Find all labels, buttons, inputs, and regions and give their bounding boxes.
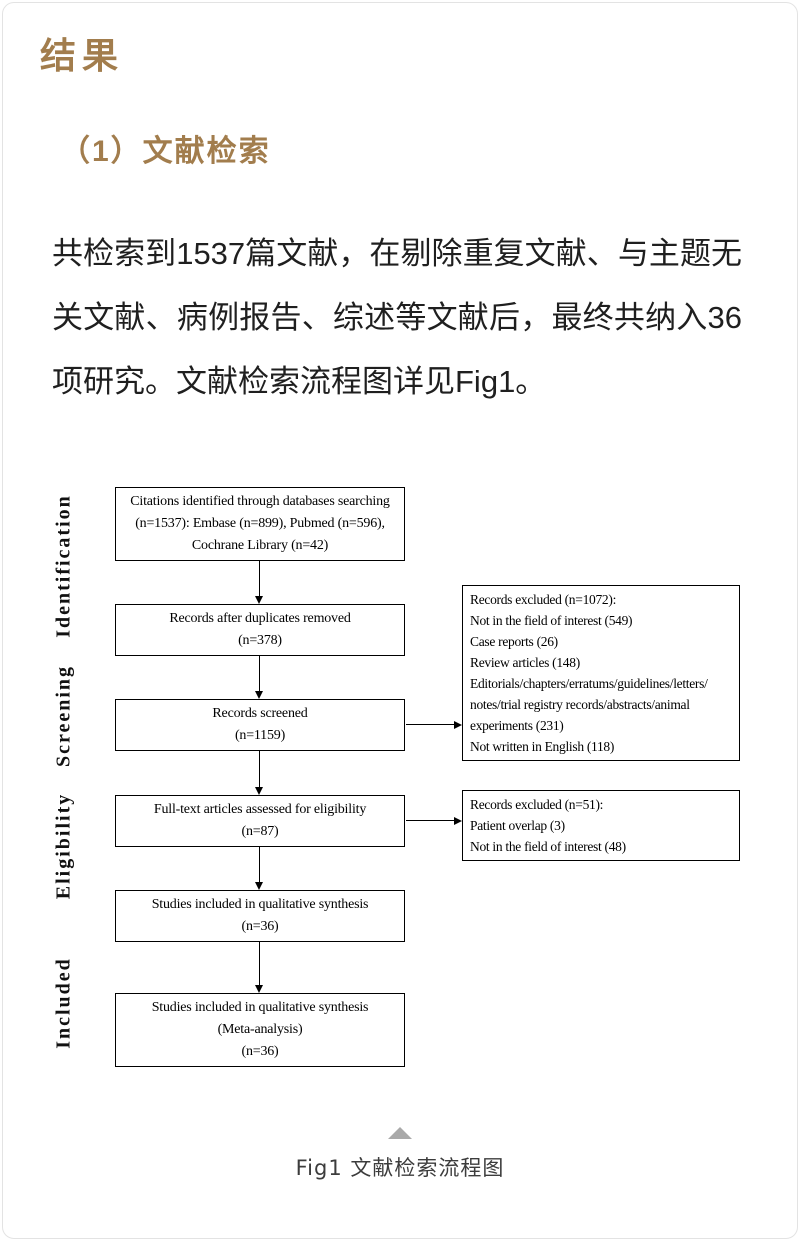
arrow-line-down-2 xyxy=(259,656,260,691)
stage-label-screening: Screening xyxy=(52,664,75,768)
box-text-line: Studies included in qualitative synthesi… xyxy=(151,1000,369,1015)
stage-label-identification: Identification xyxy=(52,494,75,638)
box-text-line: Records excluded (n=1072): xyxy=(470,592,617,607)
box-text-line: Studies included in qualitative synthesi… xyxy=(151,897,369,912)
box-text-line: Records after duplicates removed xyxy=(169,611,351,626)
arrow-line-right-1 xyxy=(406,724,454,725)
box-text-line: Not written in English (118) xyxy=(470,739,615,754)
flow-box-qualitative-synthesis: Studies included in qualitative synthesi… xyxy=(115,890,405,942)
stage-label-included: Included xyxy=(52,957,75,1049)
box-text-line: (n=36) xyxy=(241,919,279,934)
figure-caption: Fig1 文献检索流程图 xyxy=(295,1156,505,1180)
box-text-line: Not in the field of interest (48) xyxy=(470,839,626,854)
arrow-head-down-2-icon xyxy=(255,691,263,699)
box-text-line: (n=1159) xyxy=(234,728,286,743)
arrow-line-down-1 xyxy=(259,561,260,596)
stage-label-eligibility: Eligibility xyxy=(52,792,75,900)
arrow-head-down-3-icon xyxy=(255,787,263,795)
box-text-line: Case reports (26) xyxy=(470,634,558,649)
box-text-line: (Meta-analysis) xyxy=(217,1022,303,1037)
box-text-line: (n=1537): Embase (n=899), Pubmed (n=596)… xyxy=(135,516,385,531)
box-text-line: Citations identified through databases s… xyxy=(130,494,390,509)
box-text-line: (n=87) xyxy=(241,824,279,839)
flow-box-records-screened: Records screened (n=1159) xyxy=(115,699,405,751)
box-text-line: Editorials/chapters/erratums/guidelines/… xyxy=(470,676,708,691)
box-text-line: experiments (231) xyxy=(470,718,564,733)
box-text-line: Records excluded (n=51): xyxy=(470,797,604,812)
section-heading: （1）文献检索 xyxy=(60,135,271,168)
flow-box-records-excluded-eligibility: Records excluded (n=51): Patient overlap… xyxy=(462,790,740,861)
flow-box-duplicates-removed: Records after duplicates removed (n=378) xyxy=(115,604,405,656)
body-paragraph: 共检索到1537篇文献，在剔除重复文献、与主题无关文献、病例报告、综述等文献后，… xyxy=(52,236,742,399)
flow-box-records-excluded-screening: Records excluded (n=1072): Not in the fi… xyxy=(462,585,740,761)
box-text-line: Full-text articles assessed for eligibil… xyxy=(153,802,367,817)
box-text-line: Records screened xyxy=(212,706,308,721)
flow-box-meta-analysis: Studies included in qualitative synthesi… xyxy=(115,993,405,1067)
arrow-line-down-4 xyxy=(259,847,260,882)
flow-box-citations-identified: Citations identified through databases s… xyxy=(115,487,405,561)
box-text-line: Cochrane Library (n=42) xyxy=(191,538,329,553)
flow-box-fulltext-assessed: Full-text articles assessed for eligibil… xyxy=(115,795,405,847)
box-text-line: Patient overlap (3) xyxy=(470,818,565,833)
collapse-triangle-icon xyxy=(388,1127,412,1139)
arrow-head-down-5-icon xyxy=(255,985,263,993)
arrow-head-down-1-icon xyxy=(255,596,263,604)
arrow-line-right-2 xyxy=(406,820,454,821)
arrow-line-down-3 xyxy=(259,751,260,787)
box-text-line: notes/trial registry records/abstracts/a… xyxy=(470,697,690,712)
box-text-line: (n=378) xyxy=(238,633,282,648)
arrow-head-down-4-icon xyxy=(255,882,263,890)
arrow-line-down-5 xyxy=(259,942,260,985)
arrow-head-right-1-icon xyxy=(454,721,462,729)
box-text-line: (n=36) xyxy=(241,1044,279,1059)
box-text-line: Review articles (148) xyxy=(470,655,580,670)
arrow-head-right-2-icon xyxy=(454,817,462,825)
box-text-line: Not in the field of interest (549) xyxy=(470,613,633,628)
page-title: 结果 xyxy=(40,35,125,76)
